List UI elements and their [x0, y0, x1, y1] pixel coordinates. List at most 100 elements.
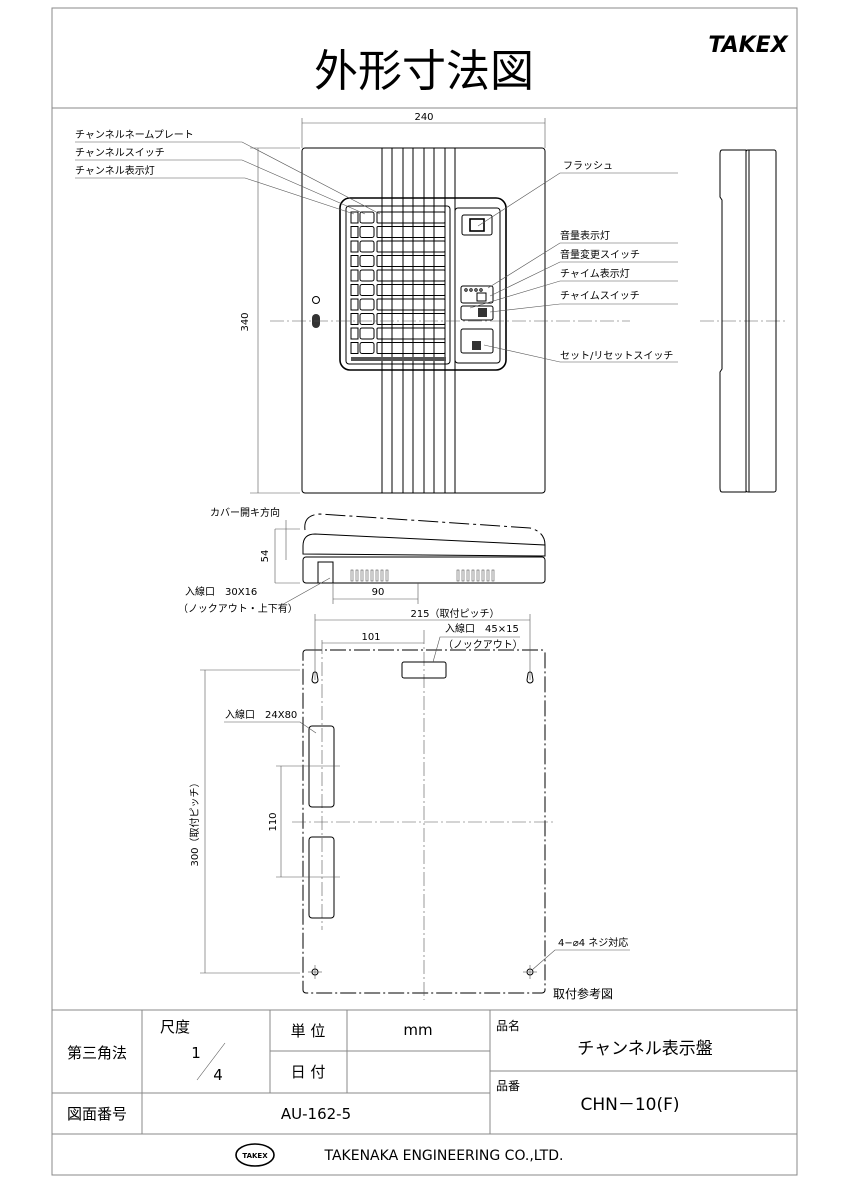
- channel-lamp: [350, 226, 359, 238]
- control-panel: [339, 197, 507, 371]
- control-subpanel: [454, 207, 501, 364]
- channel-nameplate: [376, 269, 446, 282]
- vent-slot: [365, 569, 369, 582]
- brand-logo: TAKEX: [708, 33, 788, 58]
- vent-slot: [486, 569, 490, 582]
- label-volume-lamp: 音量表示灯: [560, 229, 610, 242]
- screw-label: 4−⌀4 ネジ対応: [558, 936, 628, 949]
- scale-denominator: 4: [213, 1066, 223, 1084]
- chime-switch: [460, 305, 494, 321]
- front-view: 240 340 チャンネルネームプレート チャンネルスイッチ チャンネル表示灯 …: [75, 112, 785, 494]
- offset-dim: 90: [372, 587, 385, 598]
- label-chime-lamp: チャイム表示灯: [560, 267, 630, 280]
- vertical-pitch-dim: 300（取付ピッチ）: [188, 777, 201, 866]
- depth-dim: 54: [260, 550, 271, 563]
- inlet-label: 入線口 30X16: [185, 585, 257, 598]
- slot-pitch-dim: 110: [268, 812, 279, 831]
- channel-lamp: [350, 284, 359, 296]
- scale-label: 尺度: [160, 1018, 190, 1036]
- set-reset-switch: [460, 328, 494, 354]
- side-inlet-lower: [308, 836, 335, 919]
- sheet-border: [51, 7, 798, 1176]
- channel-nameplate: [376, 327, 446, 340]
- horizontal-pitch-dim: 215（取付ピッチ）: [410, 607, 499, 620]
- company-logo: [235, 1143, 275, 1167]
- channel-switch: [359, 226, 375, 238]
- unit-label: 単 位: [291, 1022, 326, 1040]
- bottom-view: カバー開キ方向 54 90 入線口 30X16 （ノックアウト・上下有）: [178, 506, 546, 615]
- vent-slot: [476, 569, 480, 582]
- keyhole-icon: [311, 671, 319, 684]
- height-dim: 340: [240, 312, 251, 331]
- model-strip: [351, 357, 446, 361]
- channel-switch: [359, 327, 375, 340]
- channel-lamp: [350, 240, 359, 253]
- scale-numerator: 1: [191, 1044, 201, 1062]
- channel-nameplate: [376, 211, 446, 224]
- vent-slot: [385, 569, 389, 582]
- date-label: 日 付: [291, 1063, 326, 1081]
- side-view: [719, 149, 777, 493]
- product-number: CHN－10(F): [580, 1095, 679, 1115]
- label-channel-lamp: チャンネル表示灯: [75, 164, 155, 177]
- vent-ribs: [381, 148, 456, 493]
- vent-slot: [375, 569, 379, 582]
- vent-slot: [360, 569, 364, 582]
- center-offset-dim: 101: [361, 632, 380, 643]
- drawing-number: AU-162-5: [281, 1105, 351, 1123]
- label-chime-switch: チャイムスイッチ: [560, 290, 640, 302]
- projection-method: 第三角法: [67, 1044, 127, 1062]
- vent-slot: [461, 569, 465, 582]
- vent-slot: [355, 569, 359, 582]
- label-set-reset-switch: セット/リセットスイッチ: [560, 350, 673, 362]
- channel-switch: [359, 240, 375, 253]
- channel-switch: [359, 269, 375, 282]
- mounting-caption: 取付参考図: [553, 986, 613, 1001]
- keyhole-icon: [526, 671, 534, 684]
- channel-switch: [359, 255, 375, 267]
- mounting-view: 215（取付ピッチ） 101 入線口 45×15 （ノックアウト） 入線口 24…: [188, 607, 630, 1001]
- channel-switch: [359, 313, 375, 325]
- vent-slot: [456, 569, 460, 582]
- channel-lamp: [350, 313, 359, 325]
- channel-nameplate: [376, 284, 446, 296]
- channel-switch: [359, 211, 375, 224]
- vent-slot: [491, 569, 495, 582]
- drawing-number-label: 図面番号: [67, 1105, 127, 1123]
- side-inlet-label: 入線口 24X80: [225, 708, 297, 721]
- unit-value: mm: [403, 1021, 432, 1039]
- product-name-label: 品名: [496, 1018, 520, 1033]
- label-channel-switch: チャンネルスイッチ: [75, 147, 165, 159]
- channel-lamp: [350, 255, 359, 267]
- width-dim: 240: [414, 112, 433, 123]
- vent-slot: [370, 569, 374, 582]
- channel-lamp: [350, 269, 359, 282]
- channel-switch: [359, 342, 375, 354]
- channel-lamp: [350, 298, 359, 311]
- inlet-note: （ノックアウト・上下有）: [178, 602, 298, 615]
- vent-slot: [380, 569, 384, 582]
- page-title: 外形寸法図: [314, 46, 534, 97]
- label-volume-switch: 音量変更スイッチ: [560, 248, 640, 261]
- vent-slot: [466, 569, 470, 582]
- channel-lamp: [350, 211, 359, 224]
- vent-slot: [350, 569, 354, 582]
- vent-slot: [481, 569, 485, 582]
- channel-nameplate: [376, 255, 446, 267]
- channel-nameplate: [376, 226, 446, 238]
- side-inlet-upper: [308, 725, 335, 808]
- top-inlet-label: 入線口 45×15: [445, 622, 519, 635]
- channel-switch: [359, 284, 375, 296]
- channel-rows: [350, 211, 446, 361]
- channel-nameplate: [376, 342, 446, 354]
- product-name: チャンネル表示盤: [577, 1039, 713, 1059]
- channel-lamp: [350, 342, 359, 354]
- title-block: 第三角法 尺度 1 4 単 位 mm 日 付 図面番号 AU-162-5 品名 …: [52, 1009, 797, 1167]
- flash-lamp: [461, 214, 493, 236]
- channel-switch: [359, 298, 375, 311]
- cover-direction-label: カバー開キ方向: [210, 506, 280, 519]
- channel-nameplate: [376, 298, 446, 311]
- top-knockout: [401, 661, 447, 679]
- label-channel-nameplate: チャンネルネームプレート: [75, 129, 194, 141]
